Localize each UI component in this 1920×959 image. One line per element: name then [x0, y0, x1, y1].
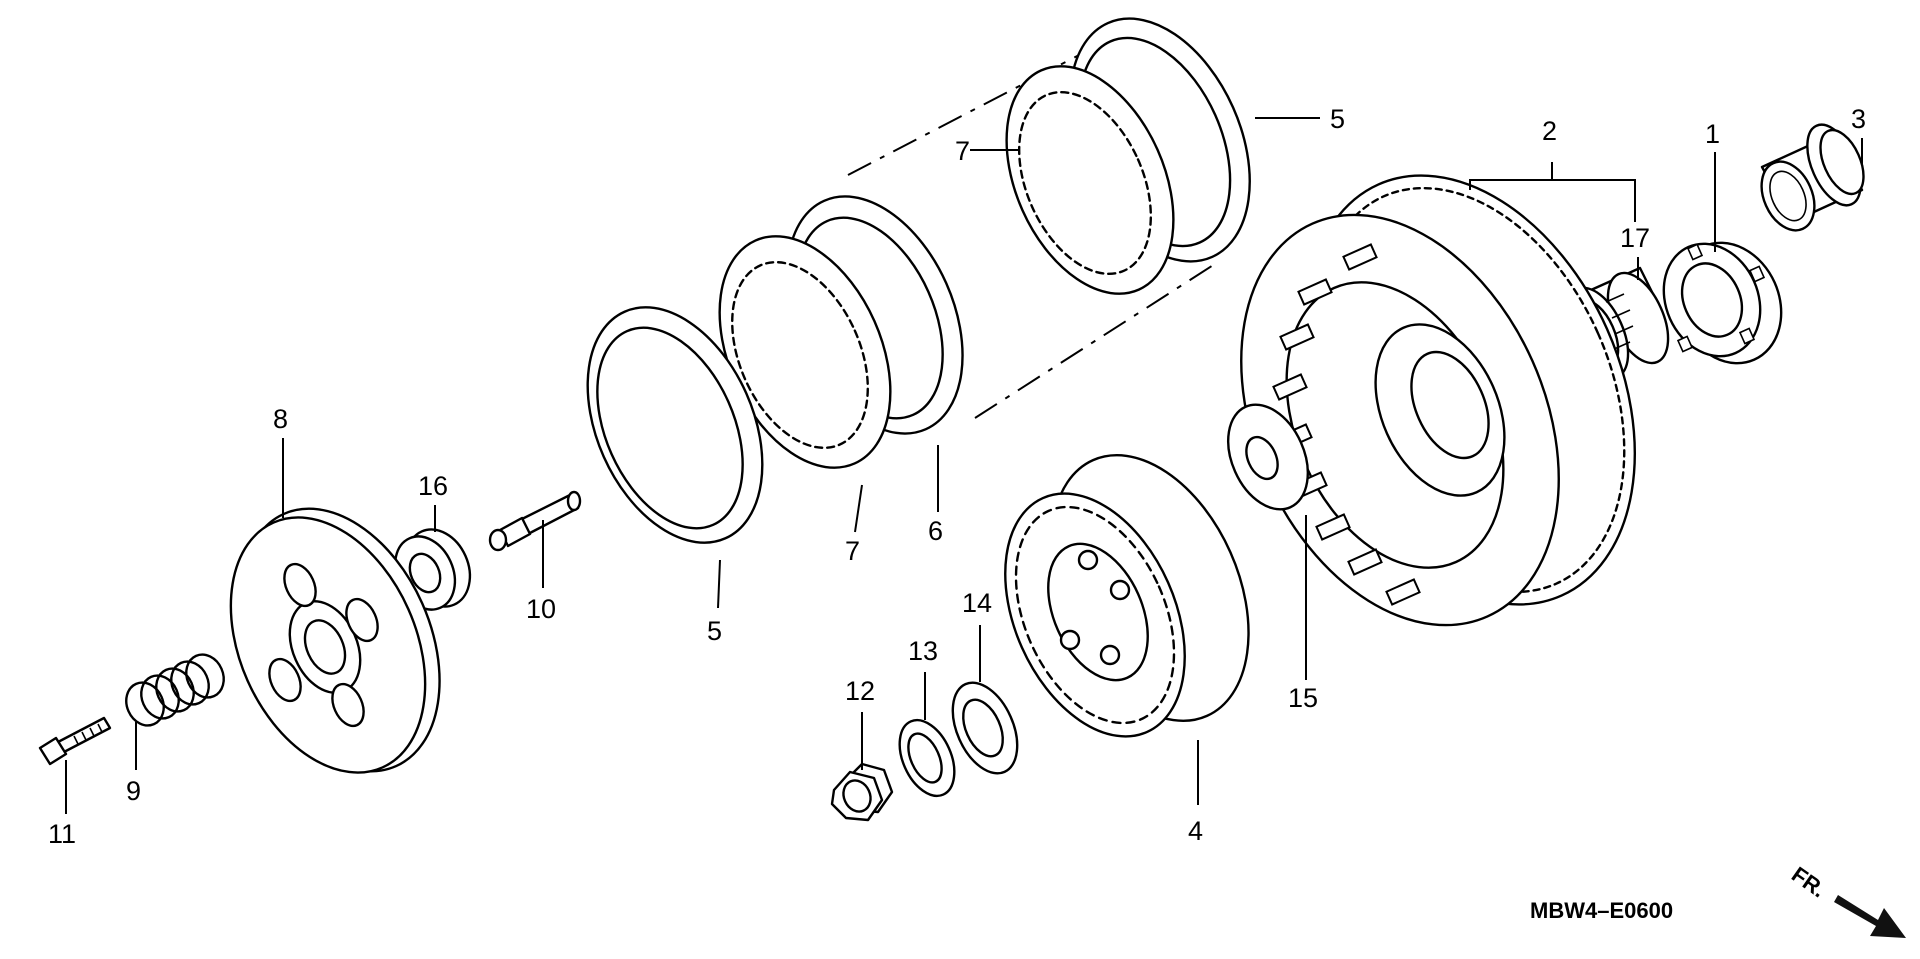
callout-6: 6 [928, 516, 943, 546]
callout-2: 2 [1542, 116, 1557, 146]
callout-labels: 1 2 3 4 5 5 6 7 7 8 9 10 11 12 13 14 15 … [48, 104, 1866, 849]
part-8-pressure-plate [229, 507, 441, 774]
part-1-drive-sprocket [1662, 241, 1783, 365]
callout-12: 12 [845, 676, 875, 706]
part-9-clutch-spring [125, 653, 225, 727]
part-7-clutch-plate-lower [718, 235, 892, 469]
callout-13: 13 [908, 636, 938, 666]
diagram-code: MBW4–E0600 [1530, 898, 1673, 923]
part-10-lifter-rod [488, 490, 582, 552]
callout-15: 15 [1288, 683, 1318, 713]
part-7-clutch-plate-upper [1005, 65, 1175, 295]
leader-lines [65, 117, 1863, 814]
callout-17: 17 [1620, 223, 1650, 253]
part-14-washer [951, 681, 1019, 775]
plate-alignment-lines [847, 39, 1219, 419]
front-marker-label: FR. [1787, 862, 1830, 903]
callout-8: 8 [273, 404, 288, 434]
front-arrow-icon [1834, 895, 1906, 938]
part-12-lock-nut [830, 762, 894, 822]
callout-3: 3 [1851, 104, 1866, 134]
callout-1: 1 [1705, 119, 1720, 149]
part-2-clutch-outer [1240, 174, 1636, 627]
part-5-friction-disc-lower [586, 306, 764, 544]
callout-5-top: 5 [1330, 104, 1345, 134]
callout-11: 11 [48, 819, 76, 849]
callout-7-bottom: 7 [845, 536, 860, 566]
callout-7-top: 7 [955, 136, 970, 166]
part-4-clutch-center [1004, 453, 1250, 738]
callout-9: 9 [126, 776, 141, 806]
part-3-collar [1760, 123, 1865, 232]
part-15-thrust-washer [1227, 403, 1309, 511]
part-13-lock-washer [898, 718, 956, 798]
front-direction-marker: FR. [1787, 862, 1906, 938]
part-11-bolt [38, 716, 112, 766]
callout-5-bottom: 5 [707, 616, 722, 646]
callout-10: 10 [526, 594, 556, 624]
callout-14: 14 [962, 588, 992, 618]
callout-4: 4 [1188, 816, 1203, 846]
callout-16: 16 [418, 471, 448, 501]
